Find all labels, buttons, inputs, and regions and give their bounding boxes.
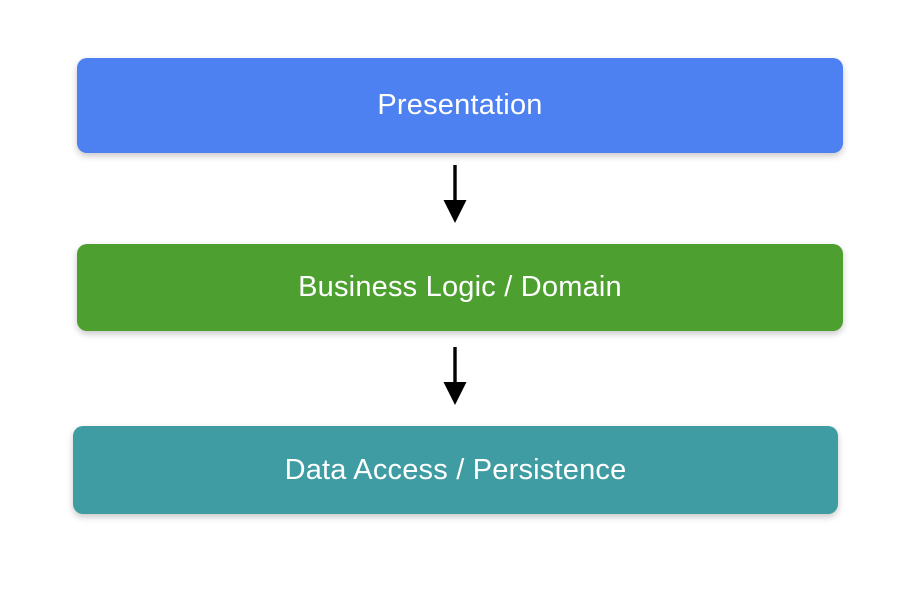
layer-box-business-logic[interactable]: Business Logic / Domain — [77, 244, 843, 331]
arrow-head — [443, 200, 467, 223]
arrow-head — [443, 382, 467, 405]
layer-label-presentation: Presentation — [377, 89, 543, 121]
layer-box-data-access[interactable]: Data Access / Persistence — [73, 426, 838, 514]
arrow-down-icon — [443, 165, 467, 223]
layer-box-presentation[interactable]: Presentation — [77, 58, 843, 153]
arrow-down-icon — [443, 347, 467, 405]
layer-label-business-logic: Business Logic / Domain — [298, 271, 622, 303]
layer-label-data-access: Data Access / Persistence — [284, 453, 627, 486]
